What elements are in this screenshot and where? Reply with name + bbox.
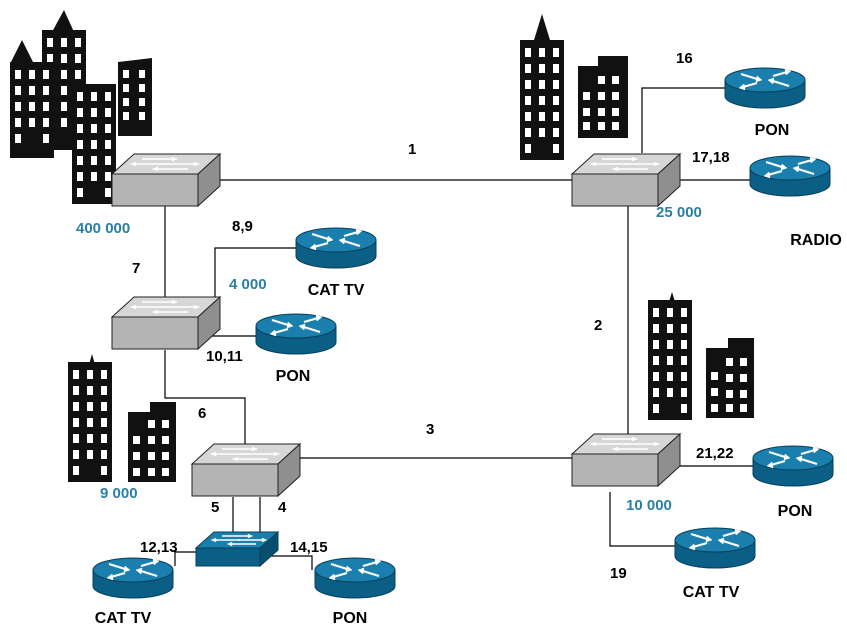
label-cat-tv-right: CAT TV <box>683 584 740 601</box>
capacity-labels: 400 000 25 000 4 000 9 000 10 000 <box>76 204 702 514</box>
switch-top-left <box>111 153 221 207</box>
link-label-14-15: 14,15 <box>290 539 328 556</box>
router-cat-tv-mid <box>294 226 378 270</box>
router-pon-right <box>751 444 835 488</box>
router-pon-mid <box>254 312 338 356</box>
capacity-top-left: 400 000 <box>76 220 130 237</box>
link-label-6: 6 <box>198 405 206 422</box>
links <box>164 87 754 570</box>
capacity-mid-left: 4 000 <box>229 276 267 293</box>
capacity-bottom-right: 10 000 <box>626 497 672 514</box>
router-pon-bottom <box>313 556 397 600</box>
link-label-21-22: 21,22 <box>696 445 734 462</box>
link-16 <box>641 87 727 153</box>
link-label-5: 5 <box>211 499 219 516</box>
label-cat-tv-mid: CAT TV <box>308 282 365 299</box>
link-label-10-11: 10,11 <box>206 348 243 365</box>
link-label-3: 3 <box>426 421 434 438</box>
capacity-top-right: 25 000 <box>656 204 702 221</box>
switch-bottom-right <box>571 433 681 487</box>
link-label-19: 19 <box>610 565 627 582</box>
link-label-4: 4 <box>278 499 287 516</box>
switch-mid-left <box>111 296 221 350</box>
switch-bottom-left <box>191 443 301 497</box>
link-19 <box>609 492 676 547</box>
label-pon-top: PON <box>755 122 790 139</box>
router-cat-tv-bottom <box>91 556 175 600</box>
city-buildings-icon <box>10 10 754 482</box>
label-pon-mid: PON <box>276 368 311 385</box>
capacity-bottom-left: 9 000 <box>100 485 138 502</box>
link-label-16: 16 <box>676 50 693 67</box>
link-12-13 <box>174 551 205 566</box>
label-cat-tv-bottom: CAT TV <box>95 610 152 627</box>
link-label-2: 2 <box>594 317 602 334</box>
link-14-15 <box>262 555 313 570</box>
switch-top-right <box>571 153 681 207</box>
link-label-17-18: 17,18 <box>692 149 730 166</box>
link-8-9 <box>214 247 300 300</box>
label-radio: RADIO <box>790 232 842 249</box>
device-labels: CAT TV PON PON RADIO PON CAT TV CAT TV P… <box>95 122 842 627</box>
link-labels: 1 2 3 4 5 6 7 8,9 10,11 12,13 14,15 16 1… <box>132 50 734 582</box>
router-radio <box>748 154 832 198</box>
label-pon-bottom: PON <box>333 610 368 627</box>
router-cat-tv-right <box>673 526 757 570</box>
link-6 <box>164 350 246 448</box>
link-label-1: 1 <box>408 141 416 158</box>
small-switch-icon <box>194 530 280 568</box>
link-label-12-13: 12,13 <box>140 539 178 556</box>
router-pon-top <box>723 66 807 110</box>
link-label-7: 7 <box>132 260 140 277</box>
link-label-8-9: 8,9 <box>232 218 253 235</box>
label-pon-right: PON <box>778 503 813 520</box>
